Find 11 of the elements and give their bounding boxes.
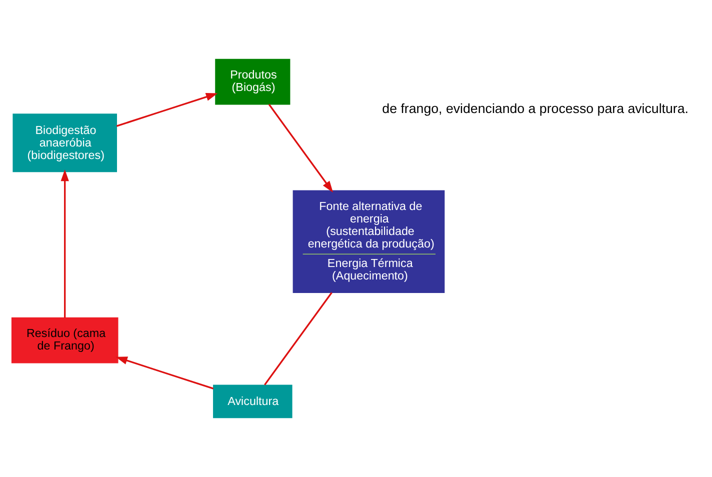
node-box: Produtos (Biogás) [215, 58, 290, 105]
node-box: Biodigestão anaeróbia (biodigestores) [12, 114, 117, 172]
arrow [116, 356, 214, 390]
label: de frango, evidenciando a processo para avicultura. [382, 100, 689, 116]
node-box: Resíduo (cama de Frango) [11, 317, 118, 364]
arrow [268, 104, 334, 193]
arrow [60, 169, 69, 318]
node-box: Fonte alternativa de energia (sustentabilidade energética da produção) Energia Térmica (Aquecimento) [292, 190, 445, 293]
node-box: Avicultura [213, 384, 292, 418]
connector [264, 292, 332, 386]
arrow [116, 92, 218, 127]
